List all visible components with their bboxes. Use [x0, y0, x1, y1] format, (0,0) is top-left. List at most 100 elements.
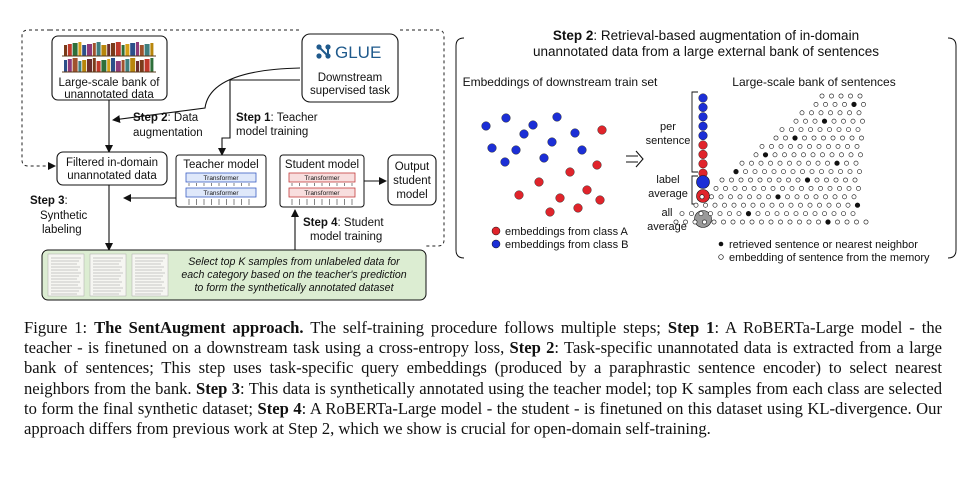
select-text-1: Select top K samples from unlabeled data… — [188, 256, 400, 268]
memory-sentence-dot — [840, 135, 845, 141]
memory-sentence-dot — [803, 211, 808, 216]
memory-sentence-dot — [829, 152, 835, 158]
memory-sentence-dot — [804, 194, 809, 200]
retrieved-sentence-dot — [821, 118, 828, 124]
legend-retrieved-text: retrieved sentence or nearest neighbor — [729, 239, 918, 251]
memory-sentence-dot — [822, 211, 827, 216]
legend-retrieved: retrieved sentence or nearest neighbor — [718, 239, 918, 251]
memory-sentence-dot — [703, 202, 708, 208]
memory-sentence-dot — [778, 219, 783, 225]
memory-sentence-dot — [791, 152, 797, 158]
memory-sentence-dot — [809, 110, 814, 116]
memory-sentence-dot — [837, 110, 843, 116]
memory-sentence-dot — [749, 219, 755, 225]
query-point — [698, 112, 708, 122]
book-spine — [144, 59, 150, 72]
task-label-2: supervised task — [310, 85, 390, 97]
memory-sentence-dot — [838, 93, 844, 99]
memory-sentence-dot — [810, 152, 816, 158]
per-sentence-1: per — [660, 121, 676, 133]
book-spine — [139, 60, 144, 72]
task-label-1: Downstream — [318, 72, 383, 84]
memory-sentence-dot — [807, 202, 813, 208]
book-spine — [121, 60, 125, 72]
output-box: Output student model — [387, 154, 437, 206]
book-spine — [101, 45, 107, 56]
book-spine — [96, 42, 101, 56]
book-spine — [96, 61, 101, 72]
memory-sentence-dot — [712, 202, 718, 208]
class-a-point — [514, 190, 524, 200]
book-spine — [72, 58, 78, 72]
query-point — [698, 159, 708, 169]
memory-sentence-dot — [788, 143, 793, 149]
memory-sentence-dot — [835, 219, 840, 225]
memory-sentence-dot — [778, 143, 784, 149]
memory-sentence-dot — [806, 219, 812, 225]
book-spine — [64, 45, 67, 56]
memory-sentence-dot — [798, 202, 803, 208]
class-a-point — [597, 125, 607, 135]
memory-sentence-dot — [812, 211, 818, 216]
memory-sentence-dot — [722, 202, 727, 208]
caption-part-1: The self-training procedure follows mult… — [310, 318, 661, 337]
all-average — [694, 210, 712, 228]
memory-sentence-dot — [800, 169, 805, 174]
memory-sentence-dot — [762, 169, 767, 174]
teacher-token-arrows — [188, 183, 250, 205]
book-spine — [107, 59, 111, 72]
step1-label: Step 1: Teacher — [236, 112, 318, 124]
all-average-1: all — [661, 207, 672, 219]
memory-sentence-dot — [739, 160, 745, 166]
memory-sentence-dot — [825, 160, 830, 166]
memory-sentence-dot — [845, 143, 850, 149]
dashed-loop — [21, 29, 56, 170]
memory-sentence-dot — [756, 194, 762, 200]
memory-sentence-dot — [683, 219, 688, 225]
memory-sentence-dot — [814, 177, 820, 183]
memory-sentence-dot — [796, 160, 802, 166]
memory-sentence-dot — [857, 93, 863, 99]
retrieved-sentence-dot — [762, 152, 769, 158]
memory-sentence-dot — [842, 102, 847, 107]
memory-sentence-dot — [711, 219, 717, 225]
memory-sentence-dot — [747, 194, 752, 200]
memory-sentence-dot — [838, 169, 843, 174]
memory-sentence-dot — [771, 169, 777, 174]
book-spine — [115, 42, 121, 56]
select-topk-box: Select top K samples from unlabeled data… — [41, 249, 427, 301]
memory-sentence-dot — [698, 211, 704, 216]
memory-sentence-dot — [852, 177, 858, 183]
memory-sentence-dot — [787, 160, 792, 166]
memory-sentence-dot — [809, 169, 815, 174]
memory-sentence-dot — [830, 135, 836, 141]
memory-sentence-dot — [783, 135, 788, 141]
memory-sentence-dot — [844, 160, 849, 166]
memory-sentence-dot — [749, 160, 754, 166]
query-point — [698, 140, 708, 150]
memory-sentence-dot — [751, 185, 757, 191]
memory-sentence-dot — [832, 194, 838, 200]
memory-sentence-dot — [752, 169, 758, 174]
memory-sentence-dot — [851, 194, 857, 200]
book-spine — [125, 59, 130, 72]
book-spine — [130, 58, 136, 72]
memory-sentence-dot — [774, 211, 780, 216]
filtered-box: Filtered in-domain unannotated data — [56, 151, 168, 186]
memory-sentence-dot — [753, 152, 759, 158]
student-transformer-2: Transformer — [304, 190, 340, 197]
memory-sentence-dot — [828, 110, 833, 116]
book-spine — [82, 60, 87, 72]
memory-sentence-dot — [857, 169, 862, 174]
memory-sentence-dot — [827, 127, 832, 133]
left-bracket — [455, 37, 465, 259]
filtered-label-2: unannotated data — [67, 170, 157, 182]
memory-sentence-dot — [738, 177, 744, 183]
memory-sentence-dot — [850, 211, 856, 216]
memory-sentence-dot — [776, 177, 782, 183]
memory-sentence-dot — [820, 152, 825, 158]
memory-sentence-dot — [787, 219, 793, 225]
class-b-point — [487, 143, 497, 153]
memory-sentence-dot — [748, 177, 753, 183]
query-embeddings-column — [694, 93, 712, 228]
